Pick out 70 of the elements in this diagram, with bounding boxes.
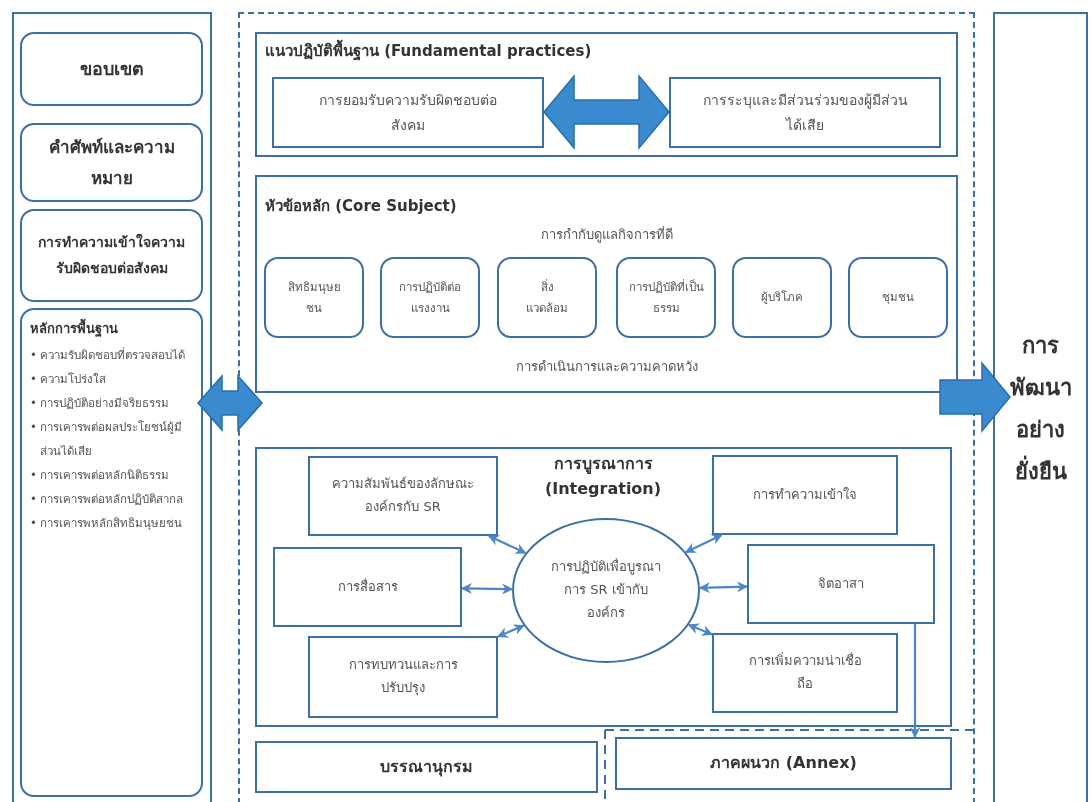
box-label: การปฏิบัติต่อแรงงาน xyxy=(398,279,462,317)
box-label: การพัฒนาอย่างยั่งยืน xyxy=(1008,332,1073,486)
box-label: ความสัมพันธ์ของลักษณะองค์กรกับ SR xyxy=(331,475,475,516)
section-text: การดำเนินการและความคาดหวัง xyxy=(514,358,699,376)
section-box xyxy=(255,32,958,157)
box-label: สิ่งแวดล้อม xyxy=(525,278,569,317)
rounded-box xyxy=(20,123,203,202)
process-box xyxy=(273,547,462,627)
process-box xyxy=(747,544,935,624)
box-label: การทำความเข้าใจความรับผิดชอบต่อสังคม xyxy=(37,232,186,278)
rounded-box xyxy=(20,209,203,302)
box-label: ชุมชน xyxy=(882,289,914,307)
section-box xyxy=(255,447,952,727)
arrow xyxy=(497,624,525,638)
side-panel xyxy=(12,12,212,802)
rounded-box xyxy=(20,32,203,106)
rounded-box xyxy=(848,257,948,338)
section-text: การกำกับดูแลกิจการที่ดี xyxy=(539,225,674,245)
list-item: • การเคารพต่อผลประโยชน์ผู้มีส่วนได้เสีย xyxy=(30,419,184,460)
arrow xyxy=(687,623,713,636)
list-item: • การปฏิบัติอย่างมีจริยธรรม xyxy=(30,395,171,412)
process-box xyxy=(255,741,598,793)
process-box xyxy=(712,633,898,713)
box-label: การปฏิบัติที่เป็นธรรม xyxy=(628,278,704,317)
box-label: การทบทวนและการปรับปรุง xyxy=(347,656,459,698)
rounded-box xyxy=(616,257,716,338)
rounded-box xyxy=(20,308,203,797)
box-label: สิทธิมนุษยชน xyxy=(286,279,342,317)
section-box xyxy=(255,175,958,393)
box-label: การยอมรับความรับผิดชอบต่อสังคม xyxy=(318,91,498,135)
arrow xyxy=(909,624,921,739)
process-box xyxy=(669,77,941,148)
process-box xyxy=(272,77,544,148)
section-heading: หัวข้อหลัก (Core Subject) xyxy=(265,196,458,217)
box-label: คำศัพท์และความหมาย xyxy=(47,135,176,190)
box-label: การเพิ่มความน่าเชื่อถือ xyxy=(748,651,862,693)
ellipse xyxy=(512,518,700,663)
box-label: ภาคผนวก (Annex) xyxy=(710,752,857,775)
arrow xyxy=(684,534,723,554)
list-heading: หลักการพื้นฐาน xyxy=(30,318,195,339)
process-box xyxy=(308,456,498,536)
block-arrow xyxy=(939,360,1011,434)
box-label: บรรณานุกรม xyxy=(380,755,473,779)
rounded-box xyxy=(732,257,832,338)
rounded-box xyxy=(497,257,597,338)
block-arrow xyxy=(543,73,670,151)
box-label: การระบุและมีส่วนร่วมของผู้มีส่วนได้เสีย xyxy=(701,91,909,135)
section-heading: การบูรณาการ (Integration) xyxy=(543,453,663,500)
outcome-panel xyxy=(993,12,1088,802)
section-heading: แนวปฏิบัติพื้นฐาน (Fundamental practices) xyxy=(265,40,765,64)
list-item: • ความรับผิดชอบที่ตรวจสอบได้ xyxy=(30,346,187,364)
process-box xyxy=(712,455,898,535)
box-label: การทำความเข้าใจ xyxy=(753,485,857,504)
block-arrow xyxy=(197,374,263,432)
arrow xyxy=(698,581,749,594)
box-label: การสื่อสาร xyxy=(337,577,398,596)
arrow xyxy=(487,535,527,555)
process-box xyxy=(615,737,952,790)
list-item: • การเคารพต่อหลักนิติธรรม xyxy=(30,467,171,484)
box-label: การปฏิบัติเพื่อบูรณาการ SR เข้ากับองค์กร xyxy=(550,557,662,622)
list-item: • การเคารพหลักสิทธิมนุษยชน xyxy=(30,515,184,532)
box-label: ขอบเขต xyxy=(79,56,144,81)
box-label: ผู้บริโภค xyxy=(761,289,803,307)
rounded-box xyxy=(380,257,480,338)
arrow xyxy=(460,583,514,595)
process-box xyxy=(308,636,498,718)
list-item: • ความโปร่งใส xyxy=(30,371,108,388)
box-label: จิตอาสา xyxy=(818,574,864,593)
list-item: • การเคารพต่อหลักปฏิบัติสากล xyxy=(30,491,185,508)
rounded-box xyxy=(264,257,364,338)
